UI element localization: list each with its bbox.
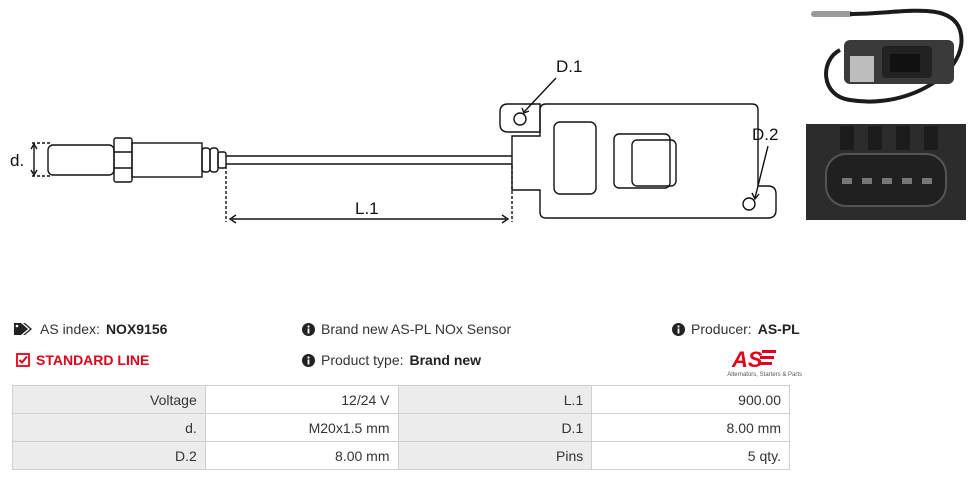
spec-value: M20x1.5 mm (204, 413, 399, 442)
as-index-label: AS index: (40, 321, 100, 337)
checkbox-icon (16, 353, 30, 367)
brand-text: Brand new AS-PL NOx Sensor (321, 321, 512, 337)
label-d2: D.2 (752, 125, 778, 144)
spec-value: 8.00 mm (204, 441, 399, 470)
spec-key: D.1 (397, 413, 593, 442)
as-index-row: AS index: NOX9156 (14, 321, 167, 337)
producer-label: Producer: (691, 321, 752, 337)
info-icon (672, 322, 685, 336)
label-d: d. (10, 151, 24, 170)
as-pl-logo: AS Alternators, Starters & Parts (727, 347, 802, 378)
logo-tagline: Alternators, Starters & Parts (727, 372, 802, 378)
spec-key: L.1 (397, 385, 593, 414)
standard-line-label: STANDARD LINE (36, 352, 150, 368)
spec-value: 12/24 V (204, 385, 399, 414)
table-row: Voltage 12/24 V L.1 900.00 (12, 385, 790, 414)
label-d1: D.1 (556, 57, 582, 76)
label-l1: L.1 (355, 199, 379, 218)
specs-table: Voltage 12/24 V L.1 900.00 d. M20x1.5 mm… (12, 385, 790, 470)
sensor-technical-drawing: d. L.1 D.1 D.2 (10, 57, 778, 224)
product-photo-sensor (800, 0, 976, 128)
spec-value: 8.00 mm (591, 413, 790, 442)
spec-key: D.2 (12, 441, 206, 470)
brand-row: Brand new AS-PL NOx Sensor (302, 321, 511, 337)
tags-icon (14, 322, 34, 336)
standard-line-row: STANDARD LINE (16, 352, 149, 368)
spec-key: Voltage (12, 385, 206, 414)
as-index-value: NOX9156 (105, 321, 168, 337)
producer-row: Producer: AS-PL (672, 321, 800, 337)
producer-value: AS-PL (757, 321, 800, 337)
product-photo-connector (806, 124, 966, 220)
product-type-row: Product type: Brand new (302, 352, 481, 368)
table-row: d. M20x1.5 mm D.1 8.00 mm (12, 413, 790, 442)
spec-key: d. (12, 413, 206, 442)
product-type-label: Product type: (321, 352, 404, 368)
product-type-value: Brand new (409, 352, 482, 368)
table-row: D.2 8.00 mm Pins 5 qty. (12, 441, 790, 470)
spec-value: 5 qty. (591, 441, 790, 470)
spec-key: Pins (397, 441, 593, 470)
info-icon (302, 322, 315, 336)
logo-text: AS (731, 347, 763, 372)
spec-value: 900.00 (591, 385, 790, 414)
info-icon (302, 353, 315, 367)
